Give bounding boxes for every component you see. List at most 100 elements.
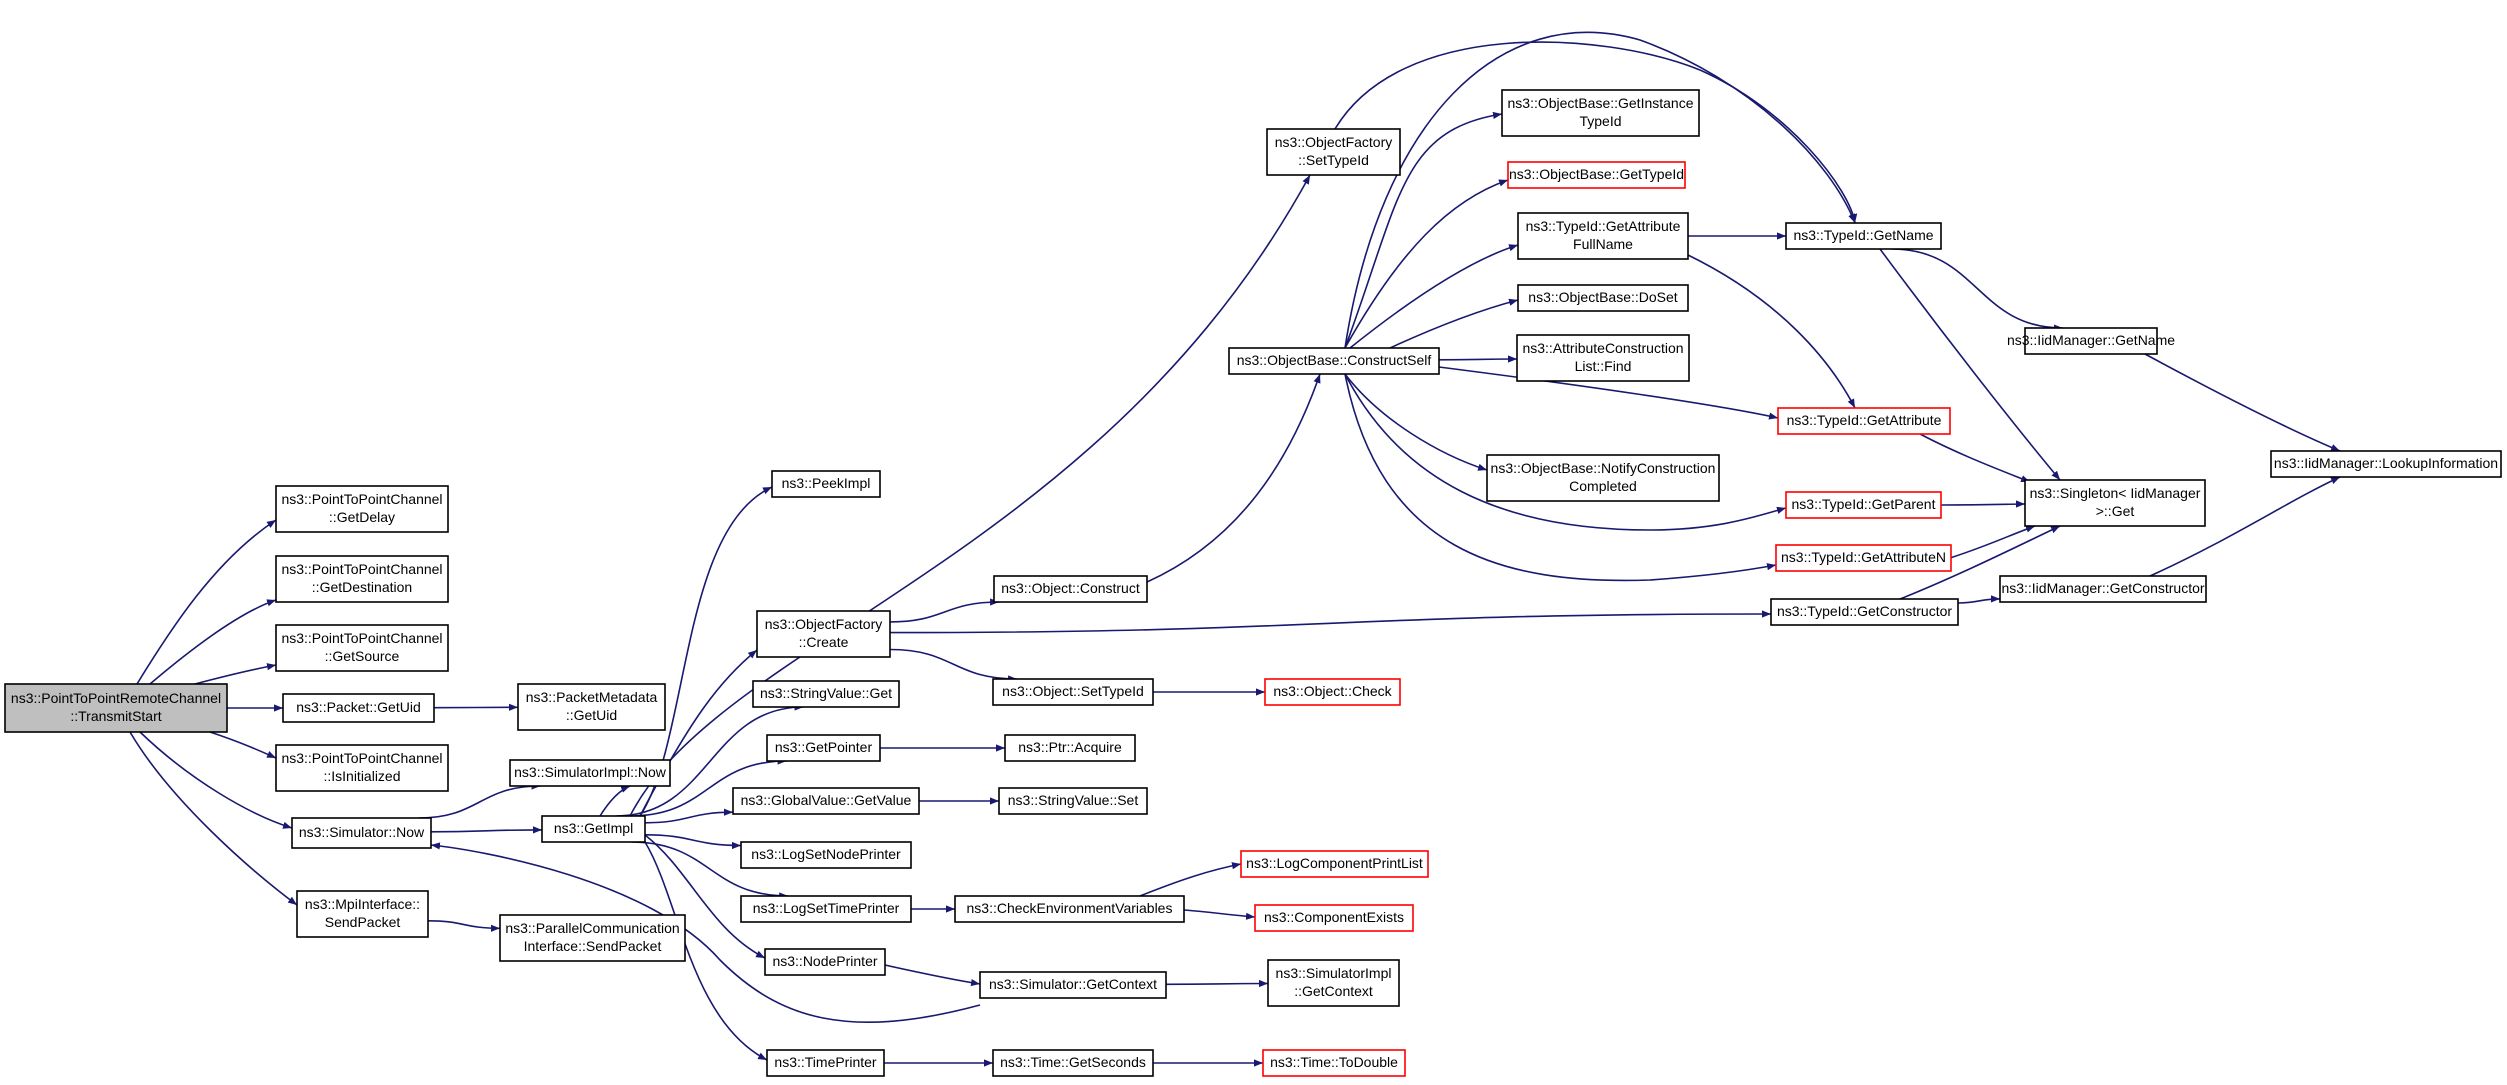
node-strvalget[interactable]: ns3::StringValue::Get <box>752 680 900 708</box>
node-box <box>1004 734 1136 762</box>
node-getsource[interactable]: ns3::PointToPointChannel::GetSource <box>275 624 449 672</box>
node-label: ns3::ObjectBase::ConstructSelf <box>1237 352 1432 368</box>
node-pcisend[interactable]: ns3::ParallelCommunicationInterface::Sen… <box>499 914 686 962</box>
node-label: TypeId <box>1579 113 1621 129</box>
node-packetgetuid[interactable]: ns3::Packet::GetUid <box>282 693 435 723</box>
node-obdoset[interactable]: ns3::ObjectBase::DoSet <box>1517 284 1689 312</box>
node-box <box>275 744 449 792</box>
node-timetodouble[interactable]: ns3::Time::ToDouble <box>1262 1049 1406 1077</box>
node-box <box>764 948 886 976</box>
node-label: ns3::ObjectBase::GetTypeId <box>1509 166 1684 182</box>
node-box <box>1785 491 1942 519</box>
node-objcheck[interactable]: ns3::Object::Check <box>1264 678 1401 706</box>
node-ptracquire[interactable]: ns3::Ptr::Acquire <box>1004 734 1136 762</box>
node-box <box>1775 544 1952 572</box>
edge-obconstructself-to-obnotify <box>1344 373 1488 471</box>
node-label: List::Find <box>1575 358 1632 374</box>
edge-root-to-mpisend <box>129 731 298 906</box>
node-label: ns3::PeekImpl <box>782 475 871 491</box>
edge-obconstructself-to-obgettypeid <box>1344 179 1509 349</box>
node-tidgetattr[interactable]: ns3::TypeId::GetAttribute <box>1777 407 1951 435</box>
node-ofcreate[interactable]: ns3::ObjectFactory::Create <box>756 610 891 658</box>
node-isinit[interactable]: ns3::PointToPointChannel::IsInitialized <box>275 744 449 792</box>
node-obconstructself[interactable]: ns3::ObjectBase::ConstructSelf <box>1228 347 1440 375</box>
node-tidgetattrn[interactable]: ns3::TypeId::GetAttributeN <box>1775 544 1952 572</box>
node-label: ns3::TypeId::GetParent <box>1792 496 1936 512</box>
node-label: ::TransmitStart <box>70 708 161 724</box>
node-objconstruct[interactable]: ns3::Object::Construct <box>993 575 1148 603</box>
node-singletonget[interactable]: ns3::Singleton< IidManager >::Get <box>2024 479 2206 527</box>
node-objsettypeid[interactable]: ns3::Object::SetTypeId <box>992 678 1154 706</box>
node-tidgetname[interactable]: ns3::TypeId::GetName <box>1785 222 1942 250</box>
node-gvgetvalue[interactable]: ns3::GlobalValue::GetValue <box>732 787 920 815</box>
node-label: ns3::ParallelCommunication <box>505 920 679 936</box>
node-label: ns3::Object::Construct <box>1001 580 1140 596</box>
node-getpointer[interactable]: ns3::GetPointer <box>766 734 881 762</box>
node-pktmetauid[interactable]: ns3::PacketMetadata::GetUid <box>517 683 666 731</box>
node-label: ns3::ComponentExists <box>1264 909 1404 925</box>
node-box <box>732 787 920 815</box>
node-label: ns3::ObjectBase::GetInstance <box>1508 95 1694 111</box>
node-checkenv[interactable]: ns3::CheckEnvironmentVariables <box>954 895 1185 923</box>
node-simgetctx[interactable]: ns3::Simulator::GetContext <box>979 971 1167 999</box>
node-box <box>2024 327 2158 355</box>
node-box <box>1777 407 1951 435</box>
edge-root-to-isinit <box>209 731 277 759</box>
node-label: ns3::TypeId::GetName <box>1793 227 1933 243</box>
edge-ofsettypeid-to-tidgetname <box>1334 41 1858 224</box>
node-box <box>1228 347 1440 375</box>
node-logcomplist[interactable]: ns3::LogComponentPrintList <box>1240 850 1429 878</box>
node-iidgetname[interactable]: ns3::IidManager::GetName <box>2007 327 2175 355</box>
node-label: ns3::GetImpl <box>554 820 633 836</box>
node-label: ns3::MpiInterface:: <box>305 896 420 912</box>
node-timegetsec[interactable]: ns3::Time::GetSeconds <box>992 1049 1154 1077</box>
node-box <box>1517 284 1689 312</box>
node-label: ns3::Singleton< IidManager <box>2030 485 2201 501</box>
node-getdest[interactable]: ns3::PointToPointChannel::GetDestination <box>275 555 449 603</box>
edge-root-to-simnow <box>139 731 293 829</box>
node-simimplctx[interactable]: ns3::SimulatorImpl::GetContext <box>1267 959 1400 1007</box>
node-label: Interface::SendPacket <box>524 938 662 954</box>
node-compexists[interactable]: ns3::ComponentExists <box>1254 904 1414 932</box>
edge-obconstructself-to-tidgetattrn <box>1344 373 1777 582</box>
edge-root-to-getsource <box>194 663 277 685</box>
node-nodeprinter[interactable]: ns3::NodePrinter <box>764 948 886 976</box>
node-box <box>275 624 449 672</box>
node-label: ::GetUid <box>566 707 617 723</box>
node-obnotify[interactable]: ns3::ObjectBase::NotifyConstructionCompl… <box>1486 454 1720 502</box>
node-mpisend[interactable]: ns3::MpiInterface::SendPacket <box>296 890 429 938</box>
node-timeprinter[interactable]: ns3::TimePrinter <box>766 1049 885 1077</box>
node-tidgetctor[interactable]: ns3::TypeId::GetConstructor <box>1770 598 1959 626</box>
node-simnow[interactable]: ns3::Simulator::Now <box>291 817 432 849</box>
node-root[interactable]: ns3::PointToPointRemoteChannel::Transmit… <box>4 683 228 733</box>
edge-tidgetattr-to-singletonget <box>1919 433 2031 483</box>
node-label: ns3::Time::ToDouble <box>1270 1054 1398 1070</box>
node-box <box>752 680 900 708</box>
node-box <box>4 683 228 733</box>
node-logsetnode[interactable]: ns3::LogSetNodePrinter <box>740 841 912 869</box>
node-label: ::GetContext <box>1294 983 1373 999</box>
node-ofsettypeid[interactable]: ns3::ObjectFactory::SetTypeId <box>1266 128 1401 176</box>
edge-checkenv-to-compexists <box>1183 909 1256 920</box>
node-obgettypeid[interactable]: ns3::ObjectBase::GetTypeId <box>1507 161 1686 189</box>
edge-tidgetattrfull-to-tidgetattr <box>1687 254 1856 409</box>
node-getimpl[interactable]: ns3::GetImpl <box>541 815 646 843</box>
node-iidlookup[interactable]: ns3::IidManager::LookupInformation <box>2270 450 2502 478</box>
edge-getimpl-to-timeprinter <box>644 841 768 1061</box>
node-iidgetctor[interactable]: ns3::IidManager::GetConstructor <box>1999 575 2207 603</box>
node-getdelay[interactable]: ns3::PointToPointChannel::GetDelay <box>275 485 449 533</box>
node-logsettime[interactable]: ns3::LogSetTimePrinter <box>740 895 912 923</box>
node-simimplnow[interactable]: ns3::SimulatorImpl::Now <box>509 759 671 787</box>
node-label: ns3::GetPointer <box>775 739 873 755</box>
node-box <box>756 610 891 658</box>
node-strvalset[interactable]: ns3::StringValue::Set <box>998 787 1148 815</box>
node-tidgetparent[interactable]: ns3::TypeId::GetParent <box>1785 491 1942 519</box>
node-peekimpl[interactable]: ns3::PeekImpl <box>771 470 881 498</box>
edge-getimpl-to-gvgetvalue <box>644 808 734 824</box>
node-label: ns3::TypeId::GetAttribute <box>1526 218 1681 234</box>
node-label: ns3::Simulator::Now <box>299 824 425 840</box>
